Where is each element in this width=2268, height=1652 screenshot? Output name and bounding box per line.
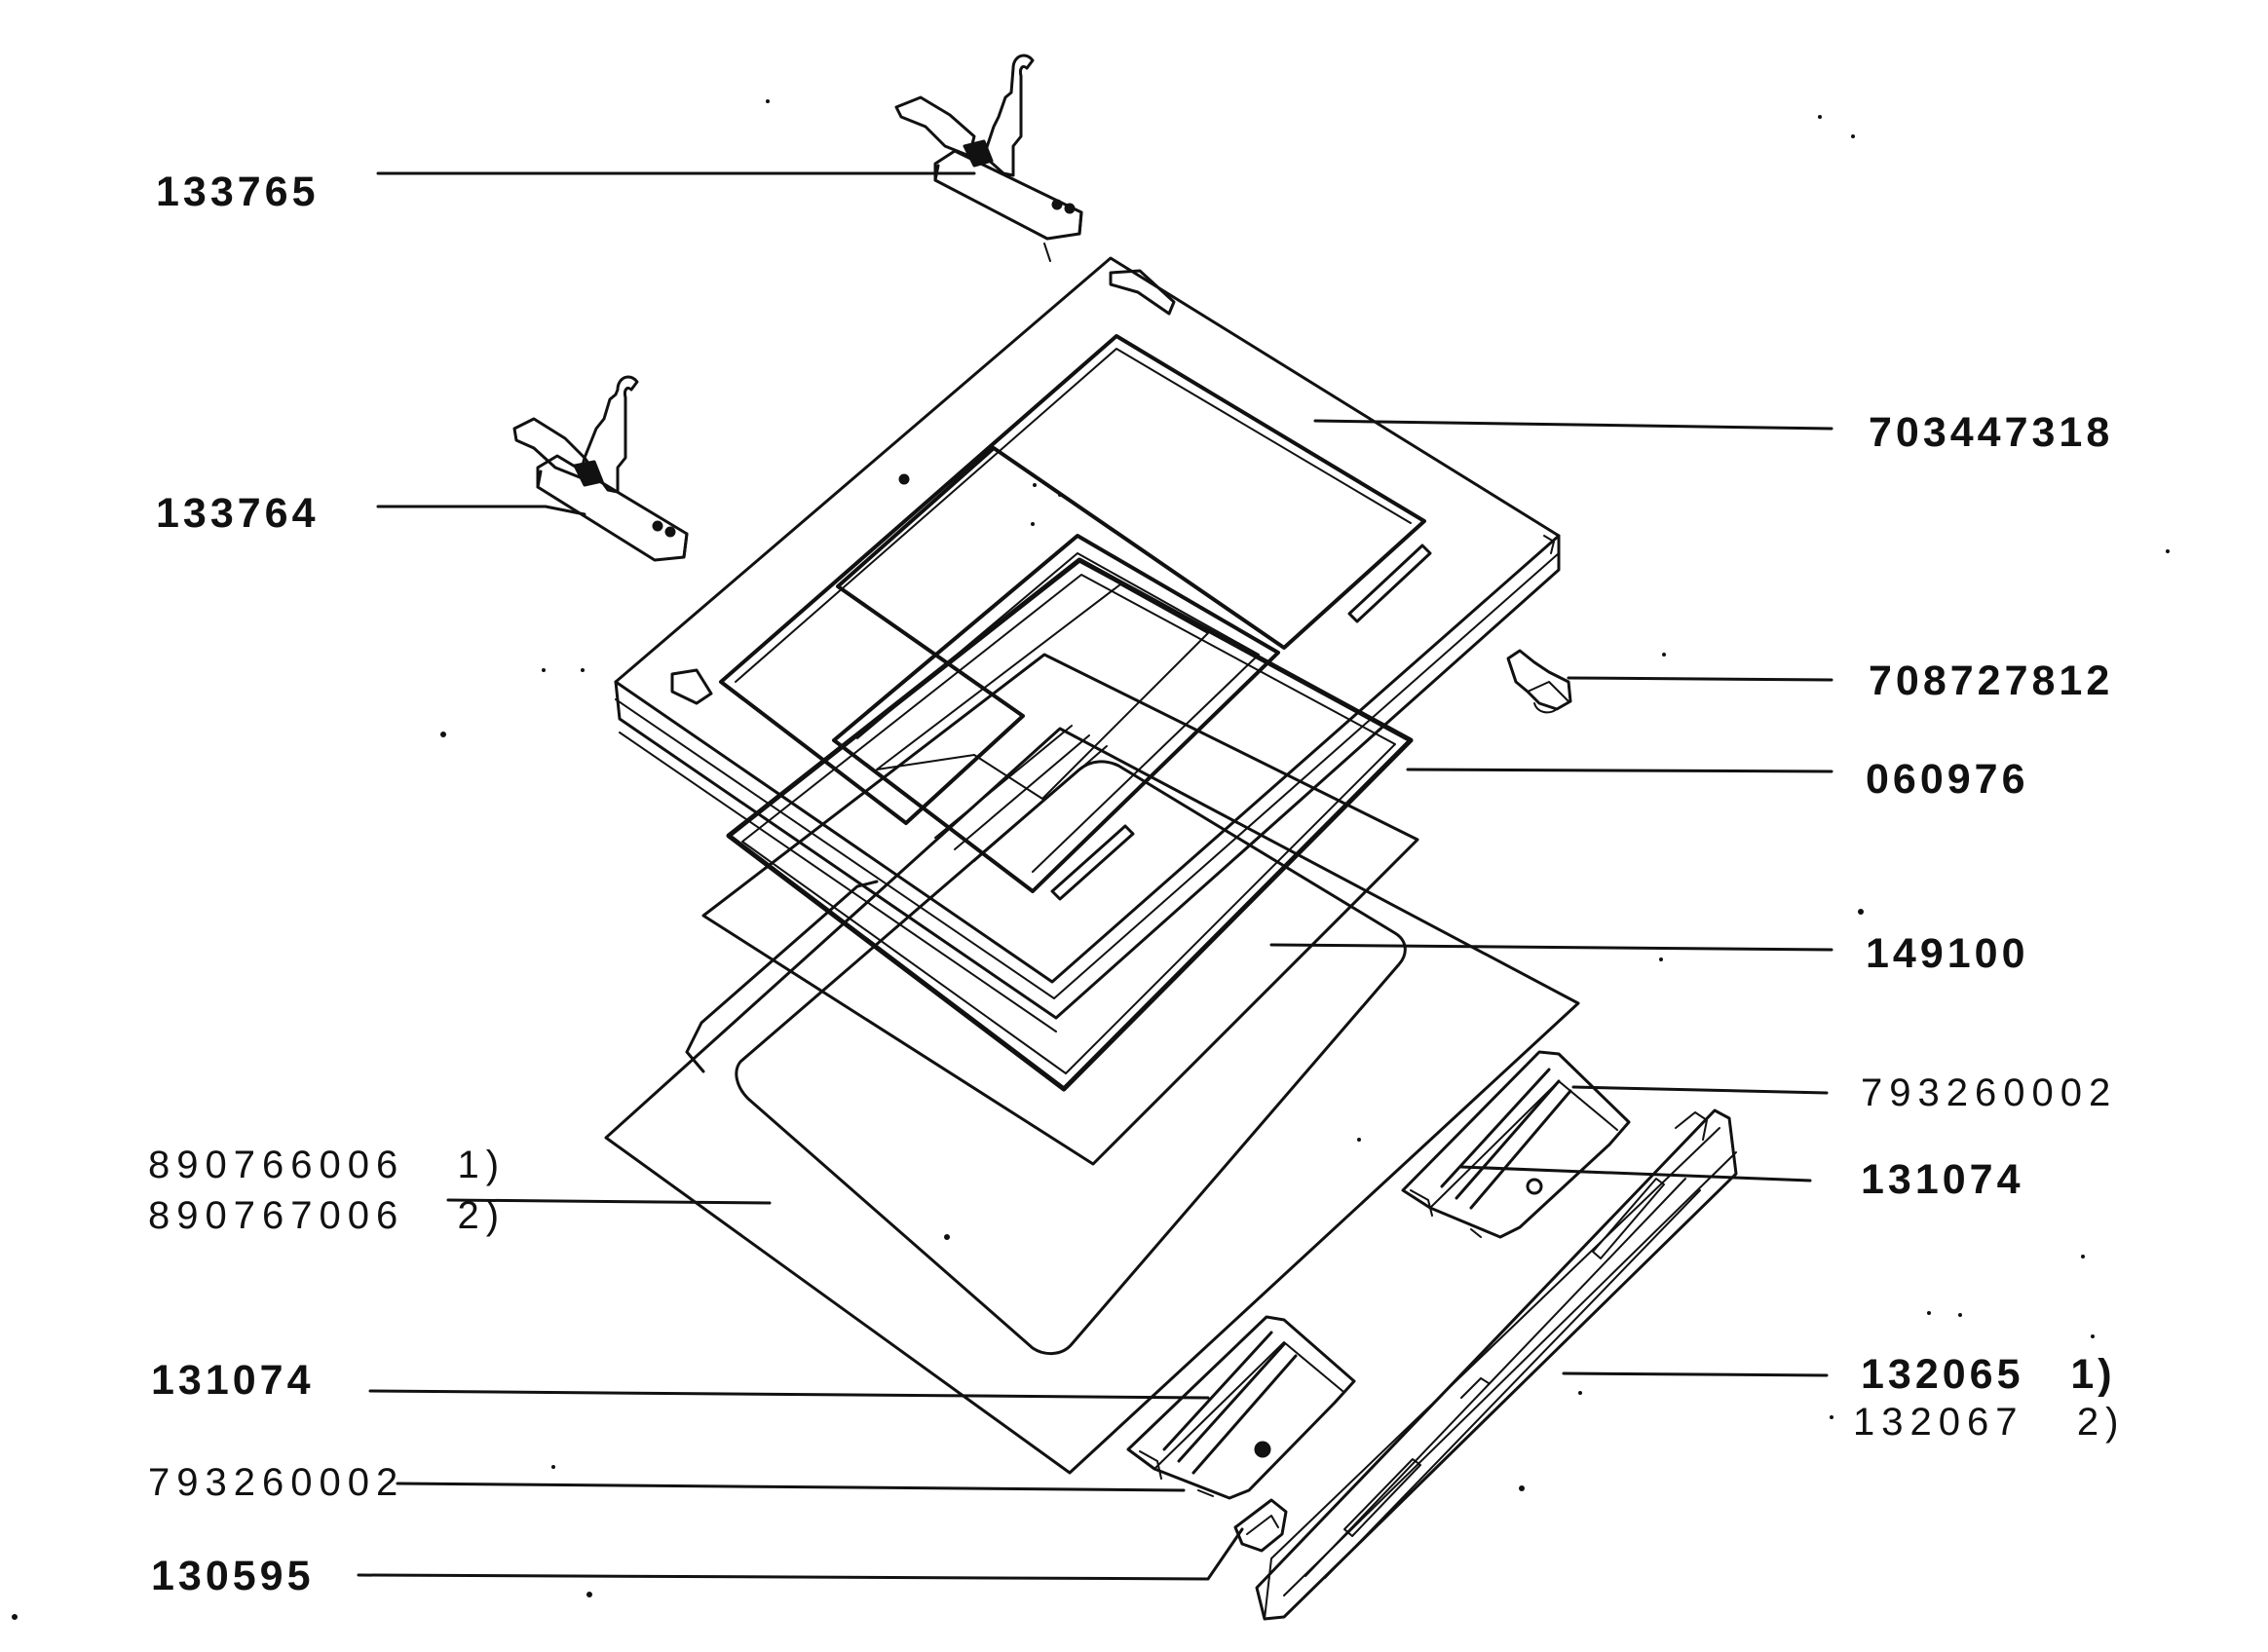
leader-149100 — [1269, 943, 1833, 952]
leader-708727812 — [1567, 676, 1833, 682]
label-132067: 132067 2) — [1853, 1401, 2126, 1444]
door-seal — [726, 557, 1414, 1092]
handle-bar — [1255, 1108, 1738, 1621]
leader-131074-right — [1459, 1165, 1812, 1183]
door-frame — [614, 256, 1561, 1032]
label-133764: 133764 — [156, 490, 320, 537]
label-793260002-bottom: 793260002 — [148, 1461, 405, 1504]
leader-133764 — [376, 505, 586, 516]
label-149100: 149100 — [1866, 930, 2029, 977]
clip-part — [1506, 649, 1572, 714]
label-133765: 133765 — [156, 169, 320, 215]
label-793260002-top: 793260002 — [1861, 1071, 2118, 1114]
label-060976: 060976 — [1866, 756, 2029, 803]
label-890767006: 890767006 2) — [148, 1194, 507, 1237]
handle-bracket-upper — [1401, 1050, 1631, 1239]
hinge-bracket-left — [512, 375, 689, 562]
leader-793260002-bottom — [396, 1482, 1186, 1492]
leader-132065 — [1562, 1371, 1829, 1377]
leader-060976 — [1406, 768, 1833, 773]
scan-speckles — [12, 99, 2170, 1620]
leader-lines — [357, 171, 1833, 1581]
inner-glass-panel — [685, 653, 1419, 1166]
leader-890766006 — [446, 1198, 772, 1205]
handle-bracket-lower — [1126, 1315, 1356, 1500]
label-132065: 132065 1) — [1861, 1351, 2116, 1398]
label-131074-left: 131074 — [151, 1357, 315, 1404]
leader-130595 — [357, 1527, 1244, 1581]
handle-end-cap — [1233, 1498, 1288, 1553]
outer-glass-panel — [604, 727, 1580, 1475]
label-708727812: 708727812 — [1869, 657, 2114, 704]
leader-703447318 — [1313, 419, 1833, 431]
label-890766006: 890766006 1) — [148, 1144, 507, 1186]
hinge-bracket-right — [894, 54, 1083, 262]
label-703447318: 703447318 — [1869, 409, 2114, 456]
leader-131074-left — [368, 1389, 1210, 1400]
label-131074-right: 131074 — [1861, 1156, 2024, 1203]
leader-793260002-top — [1571, 1085, 1829, 1095]
label-130595: 130595 — [151, 1553, 315, 1599]
